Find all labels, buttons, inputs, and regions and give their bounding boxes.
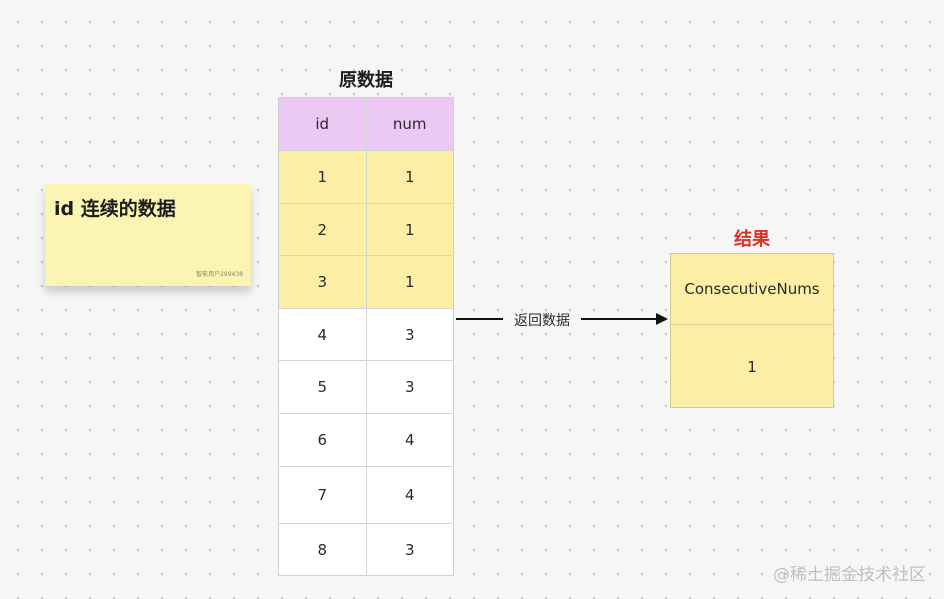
source-table[interactable]: id num 1 1 2 1 3 1 4 3 5 3 6 4 7 4 8 3 [278, 97, 454, 576]
cell-num: 3 [365, 309, 454, 360]
table-row: 7 4 [279, 466, 453, 523]
sticky-note-title: id 连续的数据 [54, 198, 176, 220]
sticky-note[interactable]: id 连续的数据 智能用户299438 [45, 184, 251, 286]
cell-id: 4 [317, 325, 328, 344]
table-row: 2 1 [279, 203, 453, 255]
cell-num: 4 [365, 414, 454, 466]
sticky-note-author: 智能用户299438 [196, 271, 243, 278]
cell-num: 4 [365, 467, 454, 523]
result-cell: 1 [747, 357, 757, 376]
cell-id: 2 [317, 220, 328, 239]
cell-num: 1 [365, 204, 454, 255]
cell-id: 8 [317, 540, 328, 559]
cell-id: 5 [317, 378, 328, 396]
column-header-id: id [315, 115, 330, 133]
cell-id: 3 [317, 273, 328, 291]
cell-id: 6 [317, 431, 328, 449]
cell-num: 3 [365, 361, 454, 413]
table-row: 1 1 [279, 150, 453, 203]
result-title: 结果 [734, 229, 770, 250]
cell-id: 1 [317, 168, 328, 186]
cell-num: 1 [365, 151, 454, 203]
table-row: 3 1 [279, 255, 453, 308]
table-row: 8 3 [279, 523, 453, 575]
column-header-num: num [365, 98, 454, 150]
cell-num: 3 [365, 524, 454, 575]
source-table-title: 原数据 [339, 70, 393, 91]
table-header-row: id num [279, 98, 453, 150]
table-row: 5 3 [279, 360, 453, 413]
arrowhead-icon [656, 313, 668, 325]
result-table[interactable]: ConsecutiveNums 1 [670, 253, 834, 408]
cell-num: 1 [365, 256, 454, 308]
connector-label: 返回数据 [514, 313, 570, 329]
watermark: @稀土掘金技术社区 [773, 565, 926, 585]
table-row: 4 3 [279, 308, 453, 360]
result-column-header: ConsecutiveNums [671, 254, 833, 325]
table-row: 6 4 [279, 413, 453, 466]
cell-id: 7 [317, 486, 328, 504]
